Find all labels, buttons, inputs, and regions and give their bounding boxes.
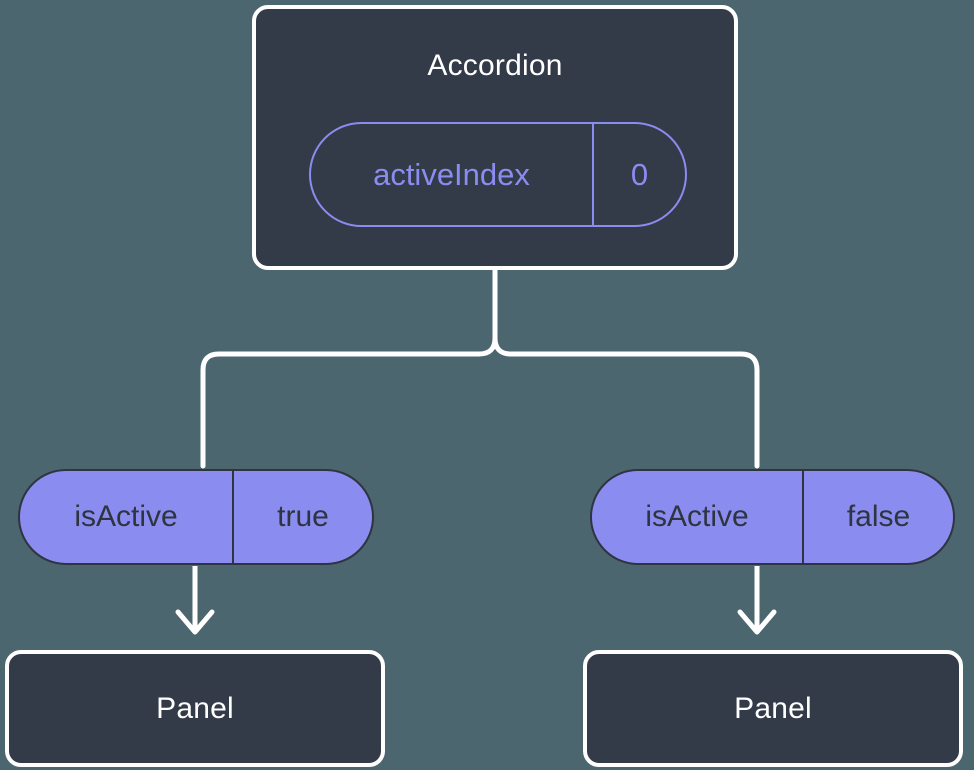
- branch-connector-right: [492, 335, 760, 469]
- panel-card-left[interactable]: Panel: [5, 650, 385, 767]
- is-active-false-key: isActive: [592, 471, 804, 563]
- accordion-component-card[interactable]: Accordion activeIndex 0: [252, 5, 738, 270]
- panel-title-left: Panel: [156, 691, 234, 725]
- arrow-head-right: [737, 609, 777, 635]
- is-active-false-pill[interactable]: isActive false: [590, 469, 955, 565]
- is-active-false-value: false: [846, 500, 911, 533]
- active-index-prop-key: activeIndex: [311, 124, 594, 225]
- active-index-prop-value: 0: [630, 156, 649, 192]
- arrow-head-left: [175, 609, 215, 635]
- active-index-prop-pill[interactable]: activeIndex 0: [309, 122, 687, 227]
- panel-title-right: Panel: [734, 691, 812, 725]
- accordion-title: Accordion: [427, 49, 563, 82]
- panel-card-right[interactable]: Panel: [583, 650, 963, 767]
- is-active-true-value: true: [277, 500, 329, 533]
- is-active-true-pill[interactable]: isActive true: [18, 469, 374, 565]
- trunk-connector: [200, 267, 498, 469]
- is-active-true-key: isActive: [20, 471, 234, 563]
